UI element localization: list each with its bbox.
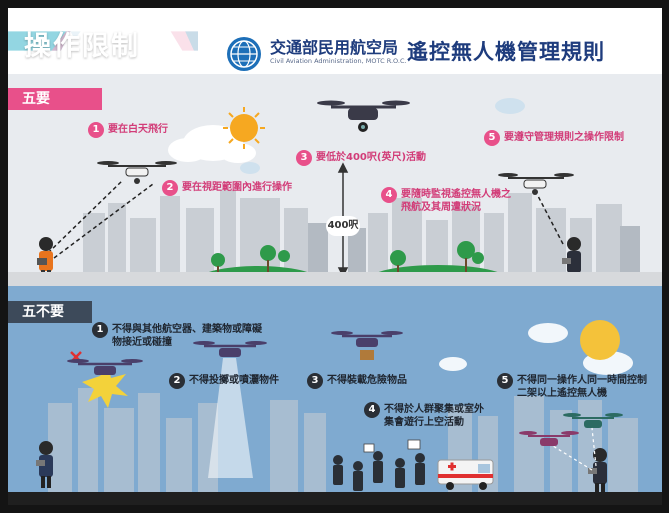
ground-strip <box>8 272 662 286</box>
ambulance-icon <box>437 459 494 490</box>
moon-icon <box>580 320 620 360</box>
dont-rule-4-text: 不得於人群聚集或室外集會遊行上空活動 <box>384 404 484 428</box>
do-rule-4-number: 4 <box>381 187 397 203</box>
drone-icon <box>563 413 623 428</box>
do-rule-5-number: 5 <box>484 130 500 146</box>
do-rule-2-text: 要在視距範圍內進行操作 <box>182 182 292 193</box>
drone-icon <box>519 431 579 446</box>
dont-rule-5-number: 5 <box>497 373 513 389</box>
header-banner: 操作限制 交通部民用航空局 Civil Aviation Administrat… <box>8 8 662 74</box>
do-rule-1-text: 要在白天飛行 <box>108 124 168 135</box>
do-rule-3-text: 要低於400呎(英尺)活動 <box>316 152 427 163</box>
do-rule-5-text: 要遵守管理規則之操作限制 <box>504 132 624 143</box>
infographic: 操作限制 交通部民用航空局 Civil Aviation Administrat… <box>8 8 662 505</box>
do-rule-4-text: 要隨時監視遙控無人機之飛航及其周遭狀況 <box>401 189 511 213</box>
org-name-english: Civil Aviation Administration, MOTC R.O.… <box>270 57 407 65</box>
bottom-strip <box>8 492 662 505</box>
dont-rule-4-number: 4 <box>364 402 380 418</box>
crowd-icon <box>333 451 425 491</box>
city-skyline <box>83 190 622 278</box>
drone-icon <box>331 331 403 360</box>
title-band <box>8 31 198 51</box>
do-section-label: 五要 <box>8 88 102 110</box>
dont-section-illustration <box>36 320 638 493</box>
dont-rule-3-text: 不得裝載危險物品 <box>327 375 407 386</box>
operator-person-icon <box>588 448 607 492</box>
drone-icon <box>317 100 410 132</box>
dont-rule-2-text: 不得投擲或噴灑物件 <box>189 375 279 386</box>
do-rule-2-number: 2 <box>162 180 178 196</box>
drone-icon <box>67 359 143 375</box>
spray-beam <box>208 358 253 478</box>
caa-emblem-icon <box>227 37 261 71</box>
do-rule-1-number: 1 <box>88 122 104 138</box>
drone-icon <box>193 341 267 357</box>
dont-rule-5-text: 不得同一操作人同一時間控制二架以上遙控無人機 <box>517 375 647 399</box>
dont-rule-2-number: 2 <box>169 373 185 389</box>
cloud-icon <box>439 357 467 371</box>
dont-rule-1-number: 1 <box>92 322 108 338</box>
line-of-sight <box>47 179 564 259</box>
dont-section-label: 五不要 <box>8 301 92 323</box>
altitude-label: 400呎 <box>326 216 360 236</box>
org-name: 交通部民用航空局 <box>270 38 399 57</box>
drone-icon <box>97 161 177 184</box>
cloud-icon <box>528 323 568 343</box>
do-rule-3-number: 3 <box>296 150 312 166</box>
drone-icon <box>498 173 574 195</box>
page-title: 操作限制 <box>24 31 140 62</box>
operator-person-icon <box>36 441 53 488</box>
dont-rule-1-text: 不得與其他航空器、建築物或障礙物接近或碰撞 <box>112 324 262 348</box>
sun-icon <box>223 107 265 149</box>
cloud-icon <box>168 125 256 163</box>
rules-title: 遙控無人機管理規則 <box>407 40 605 64</box>
dont-rule-3-number: 3 <box>307 373 323 389</box>
do-section-illustration <box>37 98 640 295</box>
collision-burst <box>82 366 128 408</box>
